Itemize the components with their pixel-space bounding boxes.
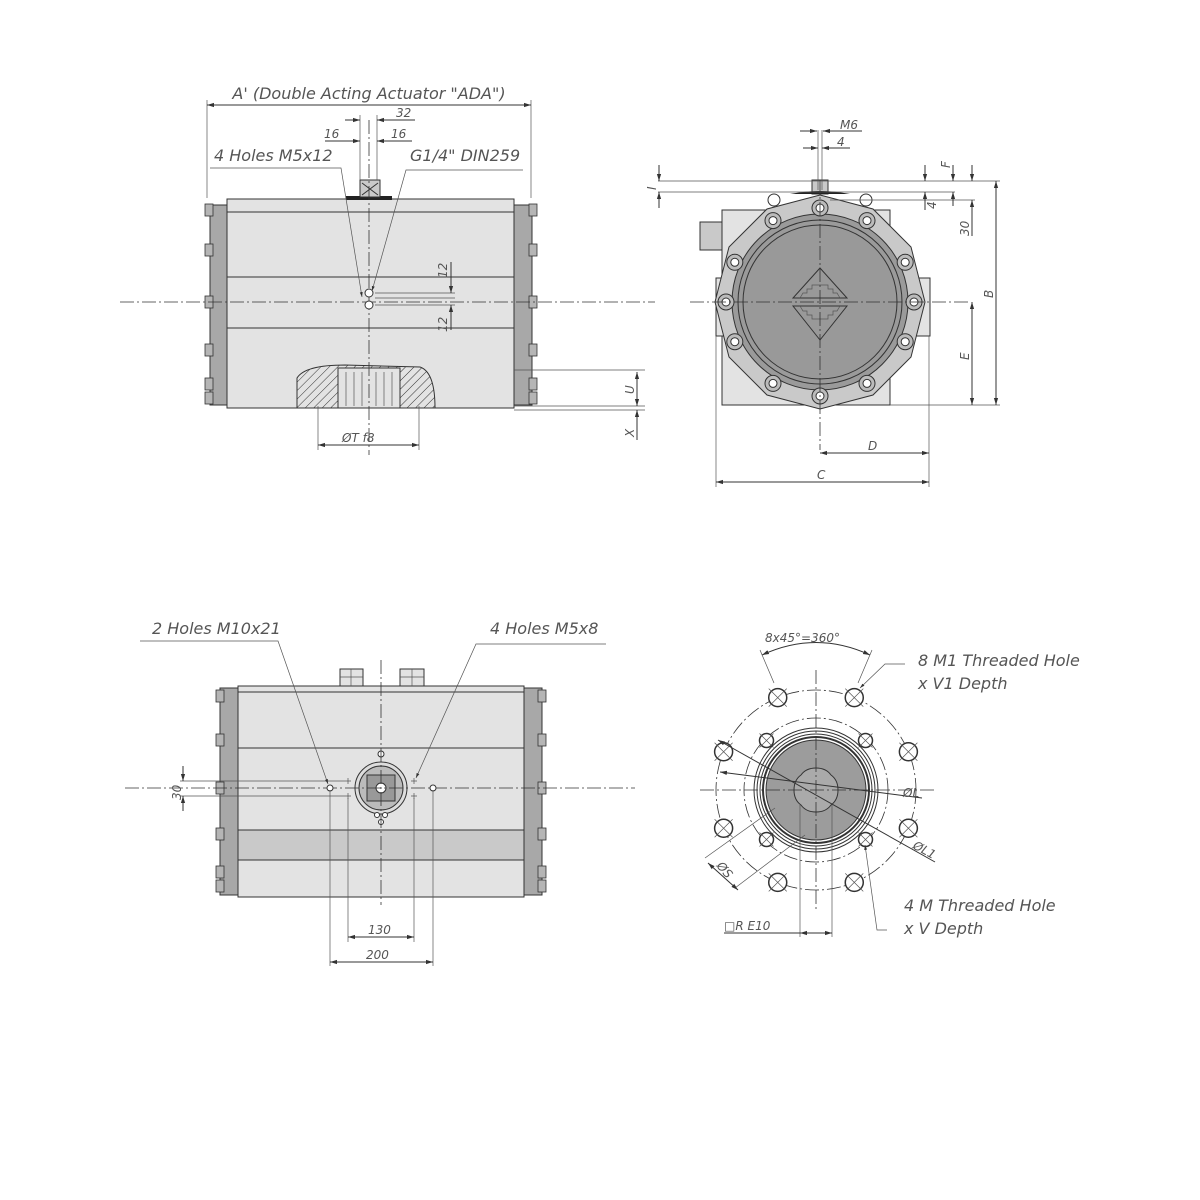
offset-lower-dim: 12	[436, 317, 450, 332]
dim-130: 130	[368, 923, 391, 937]
dim-s: ØS	[713, 858, 736, 881]
dim-d: D	[868, 439, 877, 453]
dim-f: F	[939, 160, 953, 168]
cap-bolts	[717, 199, 923, 405]
offset-upper-dim: 12	[436, 263, 450, 278]
cap-bolt-hole	[730, 337, 740, 347]
pinion-diameter-dim: ØT f8	[341, 431, 375, 445]
hole-cross	[714, 742, 733, 761]
side-view: M6 4 I 4 F 30 B E D C	[645, 118, 1000, 487]
hole-cross	[714, 819, 733, 838]
cap-bolt-hole	[730, 257, 740, 267]
hole-cross	[858, 733, 873, 748]
dim-e: E	[958, 352, 972, 360]
port-thread-label: G1/4" DIN259	[410, 146, 520, 165]
outer-holes-label-line2: x V1 Depth	[917, 674, 1008, 693]
cap-bolt-hole	[768, 216, 778, 226]
thread-width-dim: 4	[837, 135, 845, 149]
cap-bolt-hole	[768, 378, 778, 388]
flange-holes	[713, 687, 919, 893]
hole-cross	[759, 832, 774, 847]
dim-l: ØL	[902, 786, 919, 800]
inner-holes-label-line2: x V Depth	[903, 919, 983, 938]
fitting	[699, 221, 723, 251]
bottom-view: 30 130 200 2 Holes M10x21 4 Holes M5x8	[125, 619, 635, 966]
port-spacing-dim: 32	[396, 106, 411, 120]
thread-m6-dim: M6	[840, 118, 858, 132]
flange-view: 8x45°=360° 8 M1 Threaded Hole x V1 Depth…	[700, 631, 1080, 938]
hole-cross	[768, 688, 787, 707]
dim-30: 30	[170, 784, 184, 800]
dim-30: 30	[958, 220, 972, 236]
cap-bolt-hole	[900, 257, 910, 267]
square-re10-label: □R E10	[724, 919, 771, 933]
overall-length-dim: A' (Double Acting Actuator "ADA")	[231, 84, 505, 103]
hole-cross	[899, 819, 918, 838]
cap-bolt-hole	[900, 337, 910, 347]
hole-cross	[858, 832, 873, 847]
dim-b: B	[982, 290, 996, 298]
inner-holes-label-line1: 4 M Threaded Hole	[904, 896, 1056, 915]
hole-cross	[845, 873, 864, 892]
dim-i: I	[645, 186, 659, 190]
port-half-left-dim: 16	[324, 127, 340, 141]
cap-bolt-hole	[862, 216, 872, 226]
angle-label: 8x45°=360°	[765, 631, 840, 645]
hole-cross	[759, 733, 774, 748]
hole-cross	[899, 742, 918, 761]
hole-cross	[845, 688, 864, 707]
dim-c: C	[817, 468, 826, 482]
port-half-right-dim: 16	[391, 127, 407, 141]
hole-cross	[768, 873, 787, 892]
dim-200: 200	[366, 948, 389, 962]
holes-m5x8-label: 4 Holes M5x8	[490, 619, 598, 638]
outer-holes-label-line1: 8 M1 Threaded Hole	[918, 651, 1080, 670]
dim-x: X	[623, 428, 637, 438]
dim-l1: ØL1	[910, 838, 938, 862]
front-view: 12 12 A' (Double Acting Actuator "ADA") …	[120, 84, 655, 455]
holes-m5x12-label: 4 Holes M5x12	[214, 146, 333, 165]
holes-m10x21-label: 2 Holes M10x21	[152, 619, 281, 638]
dim-u: U	[623, 385, 637, 394]
dim-4: 4	[925, 201, 939, 209]
cap-bolt-hole	[862, 378, 872, 388]
